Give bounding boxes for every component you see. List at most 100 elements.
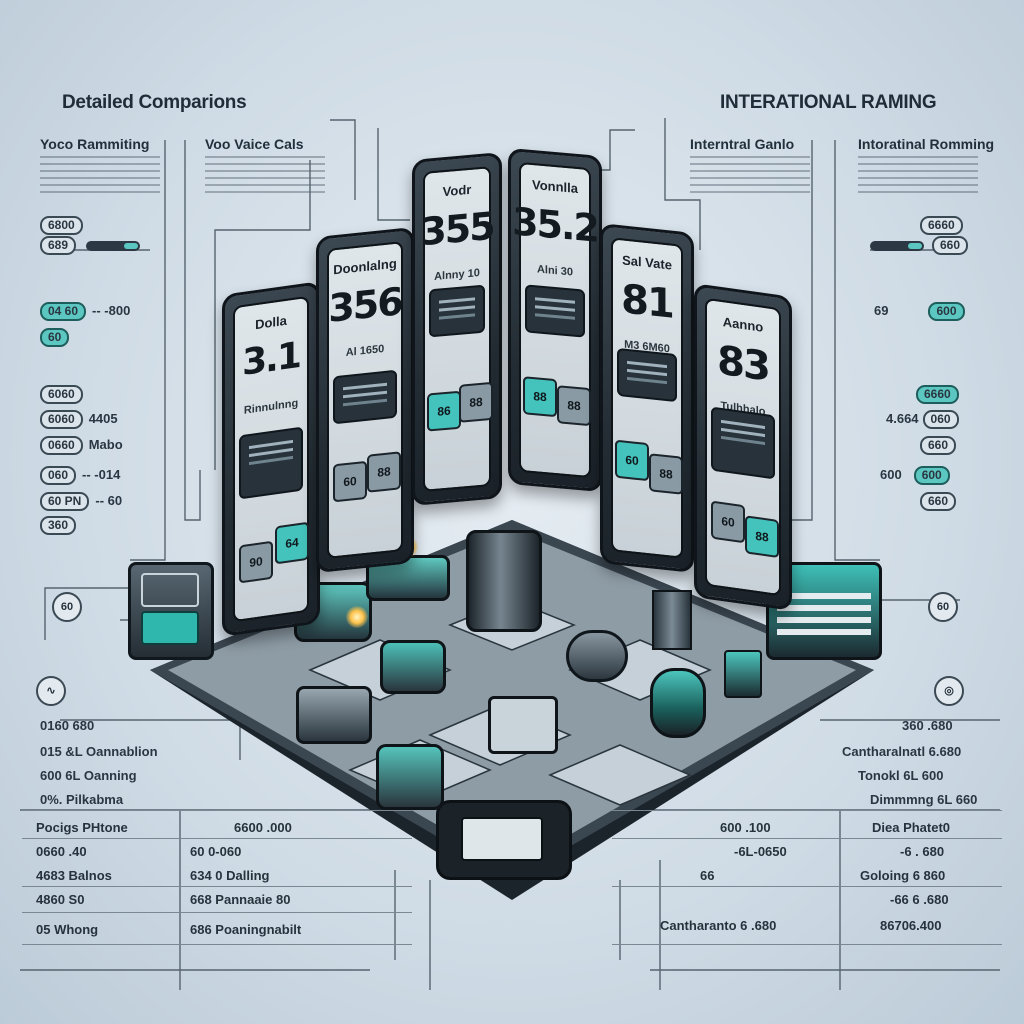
table-cell: -6L-0650: [734, 844, 787, 859]
phone-card[interactable]: Doonlalng 356 Al 1650 60 88: [316, 226, 414, 574]
table-rule: [22, 838, 412, 839]
phone-card[interactable]: Aanno 83 Tulhhalo 60 88: [694, 283, 792, 611]
left-row: 060-- -014: [40, 466, 120, 485]
phone-value: 355: [420, 203, 494, 255]
phone-key[interactable]: 60: [711, 500, 745, 544]
phone-key[interactable]: 60: [333, 460, 367, 503]
table-cell: Goloing 6 860: [860, 868, 946, 883]
coin-stack-component: [566, 630, 628, 682]
table-rule: [22, 810, 412, 811]
left-node: 60: [52, 592, 82, 622]
table-rule: [612, 810, 1002, 811]
table-rule: [22, 944, 412, 945]
tower-component: [652, 590, 692, 650]
bottom-right-line: Tonokl 6L 600: [858, 768, 944, 783]
right-row: 660: [920, 492, 962, 511]
subheading-right-b: Intoratinal Romming: [858, 136, 995, 152]
bottom-right-line: Cantharalnatl 6.680: [842, 744, 962, 759]
table-cell: -66 6 .680: [890, 892, 949, 907]
phone-key[interactable]: 86: [427, 390, 461, 432]
screen-panel: [617, 347, 677, 403]
fineprint-right-b: [858, 156, 978, 196]
phone-key[interactable]: 88: [523, 376, 557, 418]
table-cell: 66: [700, 868, 715, 883]
module-component: [296, 686, 372, 744]
heading-right: INTERATIONAL RAMING: [720, 92, 937, 113]
bottom-left-line: 0%. Pilkabma: [40, 792, 124, 807]
table-cell: 60 0-060: [190, 844, 242, 859]
phone-value: 81: [621, 276, 673, 328]
right-row: 6660: [920, 216, 969, 235]
fineprint-left-a: [40, 156, 160, 196]
phone-card[interactable]: Vonnlla 35.2 Alni 30 88 88: [508, 147, 602, 493]
left-row: 60 PN-- 60: [40, 492, 122, 511]
right-row: 6660: [916, 385, 965, 404]
phone-key[interactable]: 88: [367, 451, 401, 493]
screen-panel: [429, 284, 485, 338]
toggle-bar[interactable]: [870, 240, 924, 251]
dome-component: [380, 640, 446, 694]
target-icon: ◎: [934, 676, 964, 706]
phone-value: 35.2: [512, 199, 598, 251]
fineprint-right-a: [690, 156, 810, 196]
phone-key[interactable]: 64: [275, 521, 309, 565]
table-cell: Cantharanto 6 .680: [660, 918, 777, 933]
tablet-component: [436, 800, 572, 880]
phone-key[interactable]: 60: [615, 439, 649, 482]
left-row: 04 60-- -800: [40, 302, 130, 321]
left-row: 6800: [40, 216, 89, 235]
bottom-left-line: 600 6L Oanning: [40, 768, 137, 783]
phone-key[interactable]: 88: [557, 385, 591, 427]
screen-panel: [525, 284, 585, 338]
screen-panel: [711, 406, 775, 480]
table-cell: 05 Whong: [36, 922, 99, 937]
subheading-left-a: Yoco Rammiting: [40, 136, 150, 152]
table-cell: Diea Phatet0: [872, 820, 951, 835]
table-rule: [612, 944, 1002, 945]
right-node: 60: [928, 592, 958, 622]
light-glow: [346, 606, 368, 628]
phone-key[interactable]: 88: [459, 381, 493, 423]
teal-stack-component: [650, 668, 706, 738]
left-row: 360: [40, 516, 82, 535]
table-rule: [612, 886, 1002, 887]
screen-panel: [333, 369, 397, 425]
table-cell: 634 0 Dalling: [190, 868, 270, 883]
chip-stack-left: [128, 562, 214, 660]
table-cell: 0660 .40: [36, 844, 87, 859]
table-cell: -6 . 680: [900, 844, 945, 859]
table-cell: 686 Poaningnabilt: [190, 922, 302, 937]
right-row: 660: [920, 436, 962, 455]
table-rule: [22, 912, 412, 913]
toggle-bar[interactable]: [86, 240, 141, 251]
signal-icon: ∿: [36, 676, 66, 706]
fineprint-left-b: [205, 156, 325, 196]
bottom-right-line: Dimmmng 6L 660: [870, 792, 978, 807]
screen-panel: [239, 426, 303, 500]
bottom-right-badge: 360 .680: [902, 718, 953, 733]
heading-left: Detailed Comparions: [62, 92, 247, 113]
right-row: 660: [866, 236, 974, 255]
table-cell: 4860 S0: [36, 892, 85, 907]
antenna-component: [724, 650, 762, 698]
bottom-left-line: 0160 680: [40, 718, 95, 733]
phone-key[interactable]: 88: [649, 453, 683, 495]
left-row: 6060: [40, 385, 89, 404]
phone-card[interactable]: Sal Vate 81 M3 6M60 60 88: [600, 223, 694, 573]
table-cell: 4683 Balnos: [36, 868, 112, 883]
subheading-left-b: Voo Vaice Cals: [205, 136, 304, 152]
table-cell: 6600 .000: [234, 820, 292, 835]
bottom-left-line: 015 &L Oannablion: [40, 744, 158, 759]
document-component: [488, 696, 558, 754]
phone-card[interactable]: Vodr 355 Alnny 10 86 88: [412, 152, 502, 506]
subheading-right-a: Interntral Ganlo: [690, 136, 795, 152]
phone-key[interactable]: 90: [239, 540, 273, 584]
cylinder-component: [466, 530, 542, 632]
phone-card[interactable]: Dolla 3.1 Rinnulnng 90 64: [222, 281, 320, 637]
phone-key[interactable]: 88: [745, 515, 779, 559]
